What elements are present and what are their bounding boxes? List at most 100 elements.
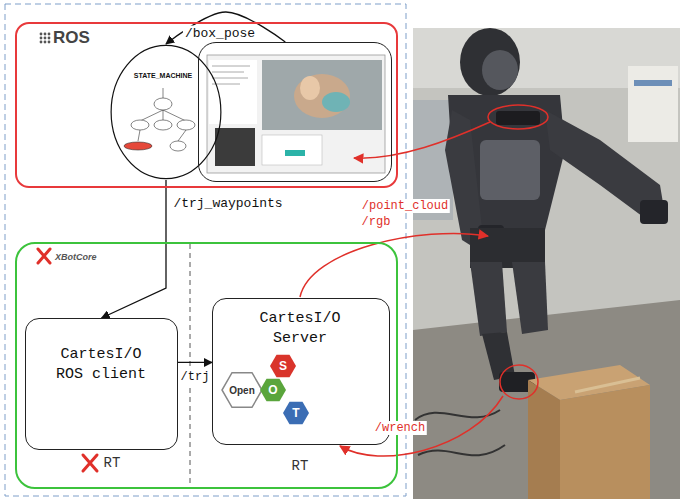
rviz-window: [198, 42, 392, 182]
dashed-frame: [5, 4, 406, 496]
region-title: XBotCore: [55, 252, 97, 262]
box-tape: [575, 378, 640, 392]
robot-photo: [413, 28, 680, 499]
point-cloud: [294, 74, 350, 118]
ellipse-outline: [111, 45, 221, 178]
camera-view: [215, 128, 255, 166]
room: [413, 28, 680, 499]
xbotcore-region: XBotCoreCartesI/O ROS client CartesI/O Se…: [15, 242, 398, 489]
ros-region: ROS STATE_MACHINE: [15, 22, 398, 188]
highlight-ring: [500, 365, 538, 399]
signal-name: /rgb: [360, 215, 393, 229]
signal-arrow: [340, 396, 503, 456]
hexagon: [260, 379, 286, 402]
logo-dot: [40, 37, 43, 40]
rt-tag: RT: [290, 458, 311, 474]
signal-name: /point_cloud: [360, 199, 450, 213]
graph-line: [163, 88, 164, 98]
robot-leg: [512, 262, 548, 334]
robot-hand: [640, 200, 668, 224]
state-machine-ellipse: STATE_MACHINE: [110, 44, 222, 180]
panel: [262, 135, 322, 165]
graph-line: [163, 110, 164, 120]
signal-name: /wrench: [373, 421, 427, 435]
topic-label: /box_pose: [183, 26, 257, 41]
rt-cross: [83, 455, 97, 471]
logo-text: Open: [227, 385, 257, 396]
cable: [418, 445, 505, 455]
xbot-logo-x: [38, 249, 50, 263]
highlight-ring: [488, 105, 548, 129]
poster-band: [634, 80, 672, 86]
point-cloud: [300, 76, 320, 100]
logo-dot: [40, 41, 43, 44]
logo-dot: [44, 37, 47, 40]
panel-line: [212, 72, 244, 73]
opensot-logo: [222, 355, 309, 425]
graph-line: [163, 110, 186, 121]
signal-arrow: [354, 122, 490, 158]
annotations: [300, 105, 548, 456]
topic-label: /trj_waypoints: [171, 196, 284, 211]
robot-head: [460, 28, 520, 96]
robot-leg: [470, 262, 507, 336]
box-label: CartesI/O Server: [245, 309, 355, 349]
x-stroke: [83, 455, 97, 471]
logo-letter: S: [277, 359, 289, 373]
connector-arrow: [166, 12, 285, 44]
marker-bar: [285, 150, 305, 156]
state-graph: [124, 88, 195, 151]
hexagon: [270, 355, 296, 378]
hexagon: [283, 402, 309, 425]
window: [207, 55, 385, 173]
box-label: CartesI/O ROS client: [46, 345, 156, 385]
panel-line: [212, 66, 250, 67]
graph-line: [140, 110, 163, 121]
connector-arrow: [102, 180, 167, 318]
ros-logo-dots: [40, 33, 51, 44]
point-cloud: [322, 92, 350, 112]
graph-state: [154, 98, 172, 110]
graph-state: [124, 142, 152, 150]
x-stroke: [83, 455, 97, 471]
process-box: CartesI/O ROS client: [25, 318, 178, 450]
process-box: CartesI/O Server: [212, 298, 390, 445]
rt-separator: [190, 244, 191, 487]
robot-camera: [496, 111, 540, 125]
box-front: [528, 380, 560, 499]
logo-dot: [48, 33, 51, 36]
logo-dot: [44, 41, 47, 44]
rt-tag: RT: [102, 455, 123, 471]
poster: [628, 66, 678, 142]
robot-chest: [480, 140, 540, 200]
logo-dot: [44, 33, 47, 36]
logo-letter: T: [290, 406, 301, 420]
graph-state: [177, 120, 195, 130]
logo-dot: [48, 37, 51, 40]
hexagon: [222, 373, 262, 408]
state-title: STATE_MACHINE: [110, 72, 216, 79]
ellipse-outline: [110, 44, 222, 180]
panel-line: [212, 78, 248, 79]
box-side: [560, 385, 650, 499]
topic-label: /trj: [179, 370, 212, 384]
x-stroke: [38, 249, 50, 263]
graph-state: [170, 141, 186, 151]
graph-state: [154, 120, 172, 130]
rviz-screenshot: [207, 55, 385, 173]
region-title: ROS: [53, 28, 90, 48]
graph-line: [138, 130, 140, 141]
panel: [209, 60, 257, 124]
logo-dot: [40, 33, 43, 36]
x-stroke: [38, 249, 50, 263]
graph-line: [178, 130, 186, 141]
robot-visor: [482, 50, 518, 90]
graph-state: [131, 120, 149, 130]
logo-dot: [48, 41, 51, 44]
view-3d: [262, 60, 382, 130]
connector-arrow: [178, 362, 212, 363]
